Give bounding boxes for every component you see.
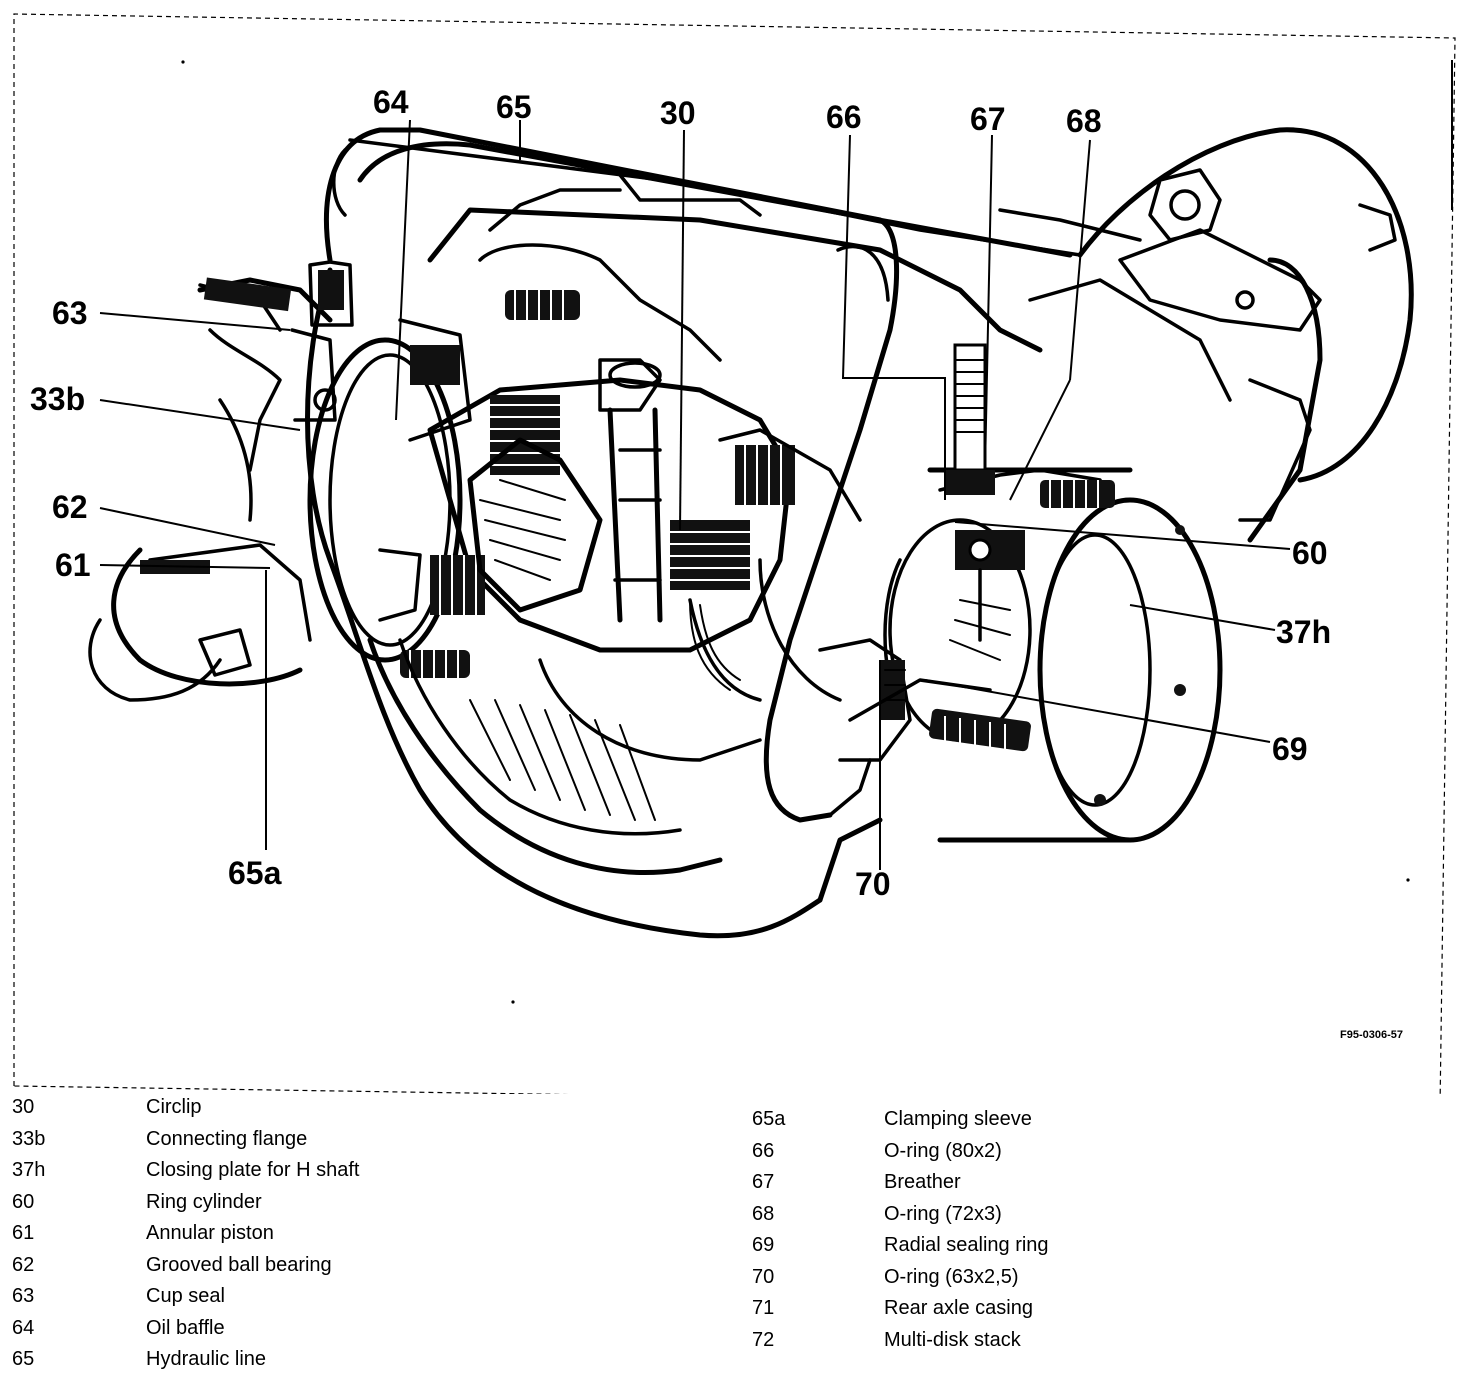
legend-description: O-ring (72x3)	[884, 1202, 1002, 1225]
legend-description: Multi-disk stack	[884, 1328, 1021, 1351]
legend-number: 64	[12, 1316, 35, 1339]
legend-number: 72	[752, 1328, 775, 1351]
legend-description: Breather	[884, 1171, 961, 1193]
legend-number: 37h	[12, 1159, 46, 1181]
legend-row: 71 Rear axle casing	[752, 1293, 1432, 1325]
figure-frame	[13, 13, 1456, 1094]
leader-63	[99, 312, 291, 331]
legend-row: 63 Cup seal	[12, 1281, 712, 1313]
legend-row: 68 O-ring (72x3)	[752, 1199, 1432, 1231]
legend-description: Rear axle casing	[884, 1297, 1033, 1319]
legend-left-column: 30 Circlip 33b Connecting flange 37h Closin…	[12, 1092, 712, 1376]
callout-63: 63	[52, 295, 88, 331]
legend-right-column: 65a Clamping sleeve 66 O-ring (80x2) 67 Bre…	[752, 1104, 1432, 1356]
legend-description: Hydraulic line	[146, 1348, 267, 1370]
legend-description: Clamping sleeve	[884, 1108, 1032, 1130]
legend-number: 65	[12, 1348, 35, 1370]
legend-description: Grooved ball bearing	[146, 1253, 332, 1276]
legend-number: 60	[12, 1190, 35, 1213]
legend-number: 61	[12, 1222, 35, 1244]
legend-number: 67	[752, 1171, 775, 1193]
legend-row: 33b Connecting flange	[12, 1124, 712, 1156]
callout-65: 65	[496, 89, 532, 125]
callout-69: 69	[1272, 731, 1308, 767]
leader-33b	[99, 399, 301, 431]
legend-description: Circlip	[146, 1096, 202, 1118]
legend-description: Ring cylinder	[146, 1190, 262, 1213]
leader-64	[395, 119, 411, 421]
leader-68b	[1009, 379, 1071, 501]
callout-37h: 37h	[1276, 614, 1331, 650]
leader-68a	[1069, 139, 1091, 381]
legend-number: 70	[752, 1265, 775, 1288]
legend-row: 67 Breather	[752, 1167, 1432, 1199]
legend-number: 33b	[12, 1127, 46, 1150]
disk-stack	[430, 395, 795, 615]
legend-description: O-ring (80x2)	[884, 1139, 1002, 1162]
legend-description: Connecting flange	[146, 1127, 308, 1150]
legend-row: 30 Circlip	[12, 1092, 712, 1124]
callout-labels: 64 65 30 66 67 68 63 33b 62 61 60 37h 69…	[30, 84, 1331, 902]
legend-row: 70 O-ring (63x2,5)	[752, 1262, 1432, 1294]
legend-row: 62 Grooved ball bearing	[12, 1250, 712, 1282]
leader-lines	[99, 119, 1291, 870]
legend-row: 72 Multi-disk stack	[752, 1325, 1432, 1357]
leader-67	[984, 134, 993, 471]
callout-64: 64	[373, 84, 409, 120]
legend-row: 61 Annular piston	[12, 1218, 712, 1250]
callout-68: 68	[1066, 103, 1102, 139]
legend-description: Annular piston	[146, 1222, 274, 1244]
breather	[945, 343, 995, 495]
legend-row: 37h Closing plate for H shaft	[12, 1155, 712, 1187]
leader-37h	[1129, 604, 1276, 631]
legend-number: 68	[752, 1202, 775, 1225]
spring-left	[505, 290, 580, 320]
legend-row: 65 Hydraulic line	[12, 1344, 712, 1376]
legend-description: Radial sealing ring	[884, 1234, 1049, 1256]
legend-row: 64 Oil baffle	[12, 1313, 712, 1345]
legend-description: O-ring (63x2,5)	[884, 1265, 1019, 1288]
callout-30: 30	[660, 95, 696, 131]
leader-30	[679, 129, 685, 531]
legend-number: 63	[12, 1285, 35, 1307]
legend-number: 30	[12, 1096, 35, 1118]
leader-62	[99, 507, 276, 546]
legend-description: Closing plate for H shaft	[146, 1159, 360, 1181]
legend-row: 66 O-ring (80x2)	[752, 1136, 1432, 1168]
assembly-illustration	[88, 127, 1414, 939]
callout-67: 67	[970, 101, 1006, 137]
legend-number: 66	[752, 1139, 775, 1162]
legend-row: 65a Clamping sleeve	[752, 1104, 1432, 1136]
legend-number: 62	[12, 1253, 35, 1276]
legend-row: 60 Ring cylinder	[12, 1187, 712, 1219]
legend-description: Cup seal	[146, 1285, 225, 1307]
leader-69	[924, 679, 1271, 743]
callout-66: 66	[826, 99, 862, 135]
callout-62: 62	[52, 489, 88, 525]
leader-66	[841, 134, 946, 500]
callout-60: 60	[1292, 535, 1328, 571]
leader-60	[954, 521, 1291, 550]
callout-65a: 65a	[228, 855, 282, 891]
legend-row: 69 Radial sealing ring	[752, 1230, 1432, 1262]
exploded-differential-diagram: 64 65 30 66 67 68 63 33b 62 61 60 37h 69…	[13, 13, 1456, 1094]
figure-reference: F95-0306-57	[1340, 1029, 1403, 1041]
legend-number: 65a	[752, 1108, 786, 1130]
callout-33b: 33b	[30, 381, 85, 417]
leader-61	[99, 564, 271, 569]
legend-number: 69	[752, 1234, 775, 1256]
callout-61: 61	[55, 547, 91, 583]
callout-70: 70	[855, 866, 891, 902]
legend-number: 71	[752, 1297, 775, 1319]
legend-description: Oil baffle	[146, 1316, 225, 1339]
spring-right	[929, 480, 1115, 754]
